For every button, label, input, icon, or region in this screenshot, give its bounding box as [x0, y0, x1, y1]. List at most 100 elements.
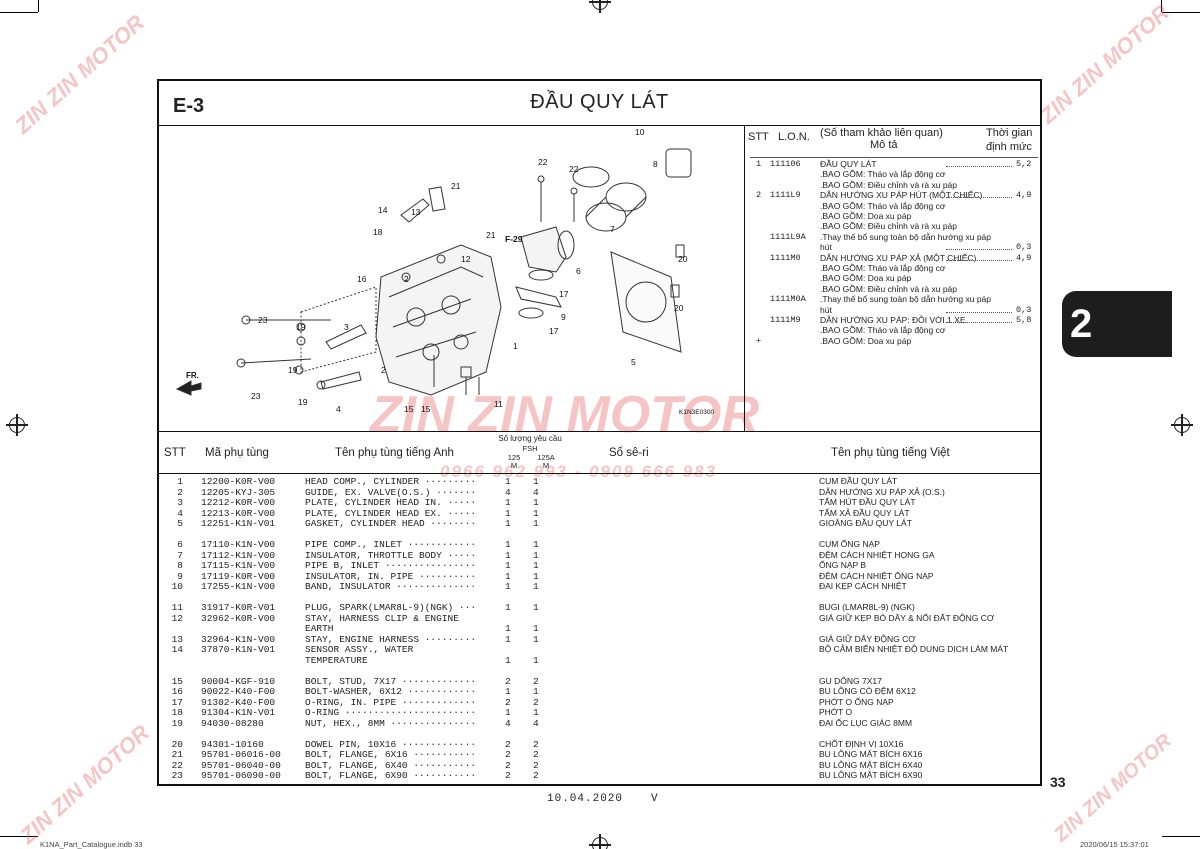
callout-4: 4 — [336, 404, 341, 414]
ref-lon-code: 1111M0A — [770, 294, 806, 305]
ref-lon-code: 111106 — [770, 159, 801, 169]
row-stt: 15 — [171, 675, 183, 687]
registration-mark-icon — [1171, 414, 1193, 436]
ref-description: hút — [820, 304, 832, 315]
row-part-number: 95701-06040-00 — [201, 759, 281, 771]
row-qty-125: 2 — [505, 738, 511, 750]
row-part-number: 12200-K0R-V00 — [201, 476, 276, 487]
row-qty-125a: 1 — [533, 507, 539, 519]
row-part-number: 12213-K0R-V00 — [201, 507, 276, 519]
row-name-vn: TẤM HÚT ĐẦU QUY LÁT — [819, 497, 916, 507]
row-qty-125a: 1 — [533, 549, 539, 561]
row-qty-125a: 4 — [533, 486, 539, 498]
qty-header: Số lượng yêu cầu — [498, 434, 562, 443]
row-name-en: BOLT, FLANGE, 6X16 ··········· — [305, 749, 477, 760]
qty-col1: 125 — [507, 453, 521, 462]
ref-row: hút 0,3 — [746, 305, 1040, 316]
row-name-vn: BU LÔNG MẶT BÍCH 6X16 — [819, 749, 923, 759]
section-tab: 2 — [1062, 291, 1172, 357]
watermark-brand: ZIN ZIN MOTOR — [15, 719, 155, 849]
row-part-number: 37870-K1N-V01 — [201, 644, 276, 655]
row-part-number: 12251-K1N-V01 — [201, 518, 276, 529]
row-name-vn: CỤM ỐNG NẠP — [819, 539, 880, 549]
ref-row: .BAO GỒM: Tháo và lắp động cơ — [746, 263, 1040, 274]
ref-header-time-sub: định mức — [986, 141, 1032, 153]
callout-18: 18 — [373, 227, 383, 237]
leader-dots — [946, 311, 1012, 313]
ref-description: .BAO GỒM: Điều chỉnh và rà xu páp — [820, 179, 958, 190]
ref-description: ĐẦU QUY LÁT — [820, 159, 877, 169]
row-qty-125a: 2 — [533, 749, 539, 760]
ref-description: .BAO GỒM: Tháo và lắp động cơ — [820, 169, 946, 180]
ref-header-time: Thời gian — [986, 127, 1033, 139]
ref-description: DẪN HƯỚNG XU PÁP: ĐÔI VỚI 1 XE — [820, 315, 966, 325]
ref-description: .Thay thế bổ sung toàn bộ dẫn hướng xu p… — [820, 294, 992, 305]
ref-description: hút — [820, 242, 832, 253]
row-name-en: BOLT, STUD, 7X17 ············· — [305, 675, 477, 687]
crop-mark — [1162, 12, 1200, 13]
row-qty-125: 1 — [505, 549, 511, 561]
row-part-number: 32964-K1N-V00 — [201, 633, 276, 645]
leader-dots — [946, 322, 1012, 323]
row-qty-125: 2 — [505, 770, 511, 781]
row-name-vn: BUGI (LMAR8L-9) (NGK) — [819, 602, 915, 612]
row-qty-125: 1 — [505, 581, 511, 592]
ref-time: 0,3 — [1016, 304, 1032, 315]
callout-6: 6 — [576, 266, 581, 276]
row-name-en: PIPE COMP., INLET ············ — [305, 539, 477, 550]
row-name-en: INSULATOR, IN. PIPE ·········· — [305, 570, 477, 582]
parts-header-stt: STT — [164, 447, 186, 459]
callout-23: 23 — [251, 391, 261, 401]
row-name-en: BOLT, FLANGE, 6X90 ··········· — [305, 770, 477, 781]
row-name-en: NUT, HEX., 8MM ··············· — [305, 717, 477, 729]
row-name-en: PLUG, SPARK(LMAR8L-9)(NGK) ··· — [305, 602, 477, 613]
row-part-number: 12212-K0R-V00 — [201, 497, 276, 508]
ref-description: .BAO GỒM: Điều chỉnh và rà xu páp — [820, 221, 958, 232]
section-code: E-3 — [173, 95, 205, 117]
ref-stt: 2 — [756, 190, 762, 201]
row-qty-125a: 1 — [533, 707, 539, 718]
row-qty-125a: 1 — [533, 560, 539, 571]
callout-17: 17 — [549, 326, 559, 336]
row-stt: 3 — [177, 497, 183, 508]
row-qty-125: 2 — [505, 759, 511, 771]
callout-15: 15 — [421, 404, 431, 414]
row-qty-125: 2 — [505, 675, 511, 687]
row-name-en: O-RING, IN. PIPE ············· — [305, 696, 477, 708]
callout-2: 2 — [381, 365, 386, 375]
row-part-number: 17119-K0R-V00 — [201, 570, 276, 582]
catalogue-frame: E-3 ĐẦU QUY LÁT — [157, 79, 1042, 786]
row-part-number: 17255-K1N-V00 — [201, 581, 276, 592]
ref-lon-code: 1111L9A — [770, 231, 806, 242]
parts-header-name-vn: Tên phụ tùng tiếng Việt — [831, 447, 950, 459]
qty-col2: 125A — [537, 453, 555, 462]
callout-7: 7 — [610, 224, 615, 234]
row-stt: 13 — [171, 633, 183, 645]
callout-3: 3 — [344, 322, 349, 332]
ref-row: +.BAO GỒM: Doa xu páp — [746, 336, 1040, 347]
parts-header-name-en: Tên phụ tùng tiếng Anh — [335, 447, 454, 459]
row-name-en: DOWEL PIN, 10X16 ············· — [305, 738, 477, 750]
row-stt: 14 — [171, 644, 183, 655]
callout-19: 19 — [296, 322, 306, 332]
ref-description: .BAO GỒM: Tháo và lắp động cơ — [820, 200, 946, 211]
row-name-vn: GIÁ GIỮ DÂY ĐỘNG CƠ — [819, 633, 916, 644]
row-qty-125a: 2 — [533, 675, 539, 687]
row-part-number: 95701-06090-00 — [201, 770, 281, 781]
row-name-en: PLATE, CYLINDER HEAD EX. ····· — [305, 507, 477, 519]
ref-row: .BAO GỒM: Tháo và lắp động cơ — [746, 325, 1040, 336]
row-name-en: BOLT-WASHER, 6X12 ············ — [305, 686, 477, 697]
callout-20: 20 — [674, 303, 684, 313]
ref-lon-code: 1111M9 — [770, 315, 801, 325]
